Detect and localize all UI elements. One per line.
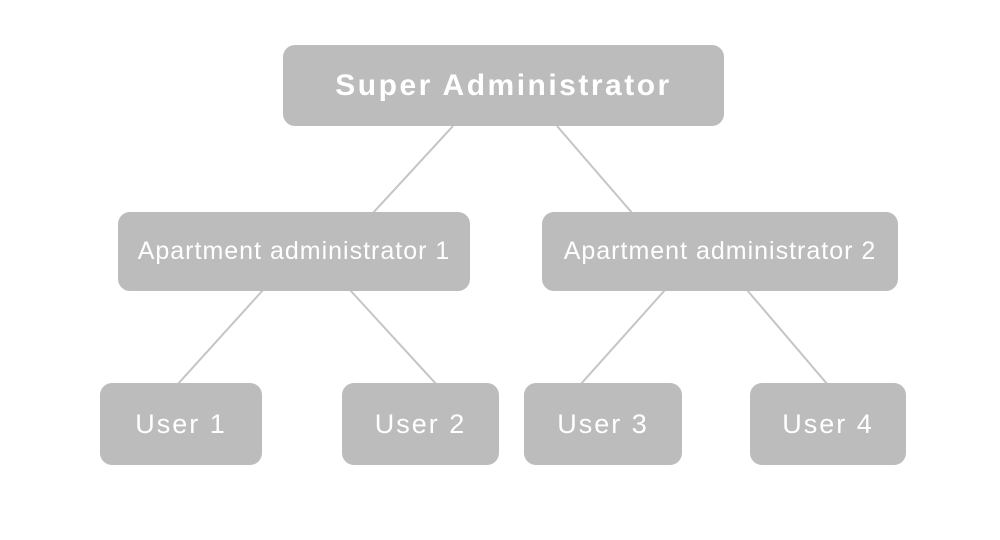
edge-admin1-user1 [176, 289, 264, 386]
node-user-4: User 4 [750, 383, 906, 465]
node-user-1-label: User 1 [135, 408, 227, 439]
node-super-administrator: Super Administrator [283, 45, 724, 126]
node-user-1: User 1 [100, 383, 262, 465]
node-user-2: User 2 [342, 383, 499, 465]
node-super-administrator-label: Super Administrator [335, 68, 672, 102]
node-apartment-administrator-1-label: Apartment administrator 1 [137, 237, 451, 265]
edge-root-admin2 [556, 125, 634, 215]
node-user-3-label: User 3 [557, 408, 649, 439]
node-user-4-label: User 4 [782, 408, 874, 439]
node-apartment-administrator-2: Apartment administrator 2 [542, 212, 898, 291]
edge-root-admin1 [371, 125, 454, 215]
node-user-2-label: User 2 [374, 408, 467, 439]
node-user-3: User 3 [524, 383, 682, 465]
edge-admin2-user4 [746, 289, 829, 386]
node-apartment-administrator-1: Apartment administrator 1 [118, 212, 470, 291]
edge-admin2-user3 [579, 289, 666, 386]
node-apartment-administrator-2-label: Apartment administrator 2 [563, 237, 877, 265]
edge-admin1-user2 [349, 289, 438, 386]
